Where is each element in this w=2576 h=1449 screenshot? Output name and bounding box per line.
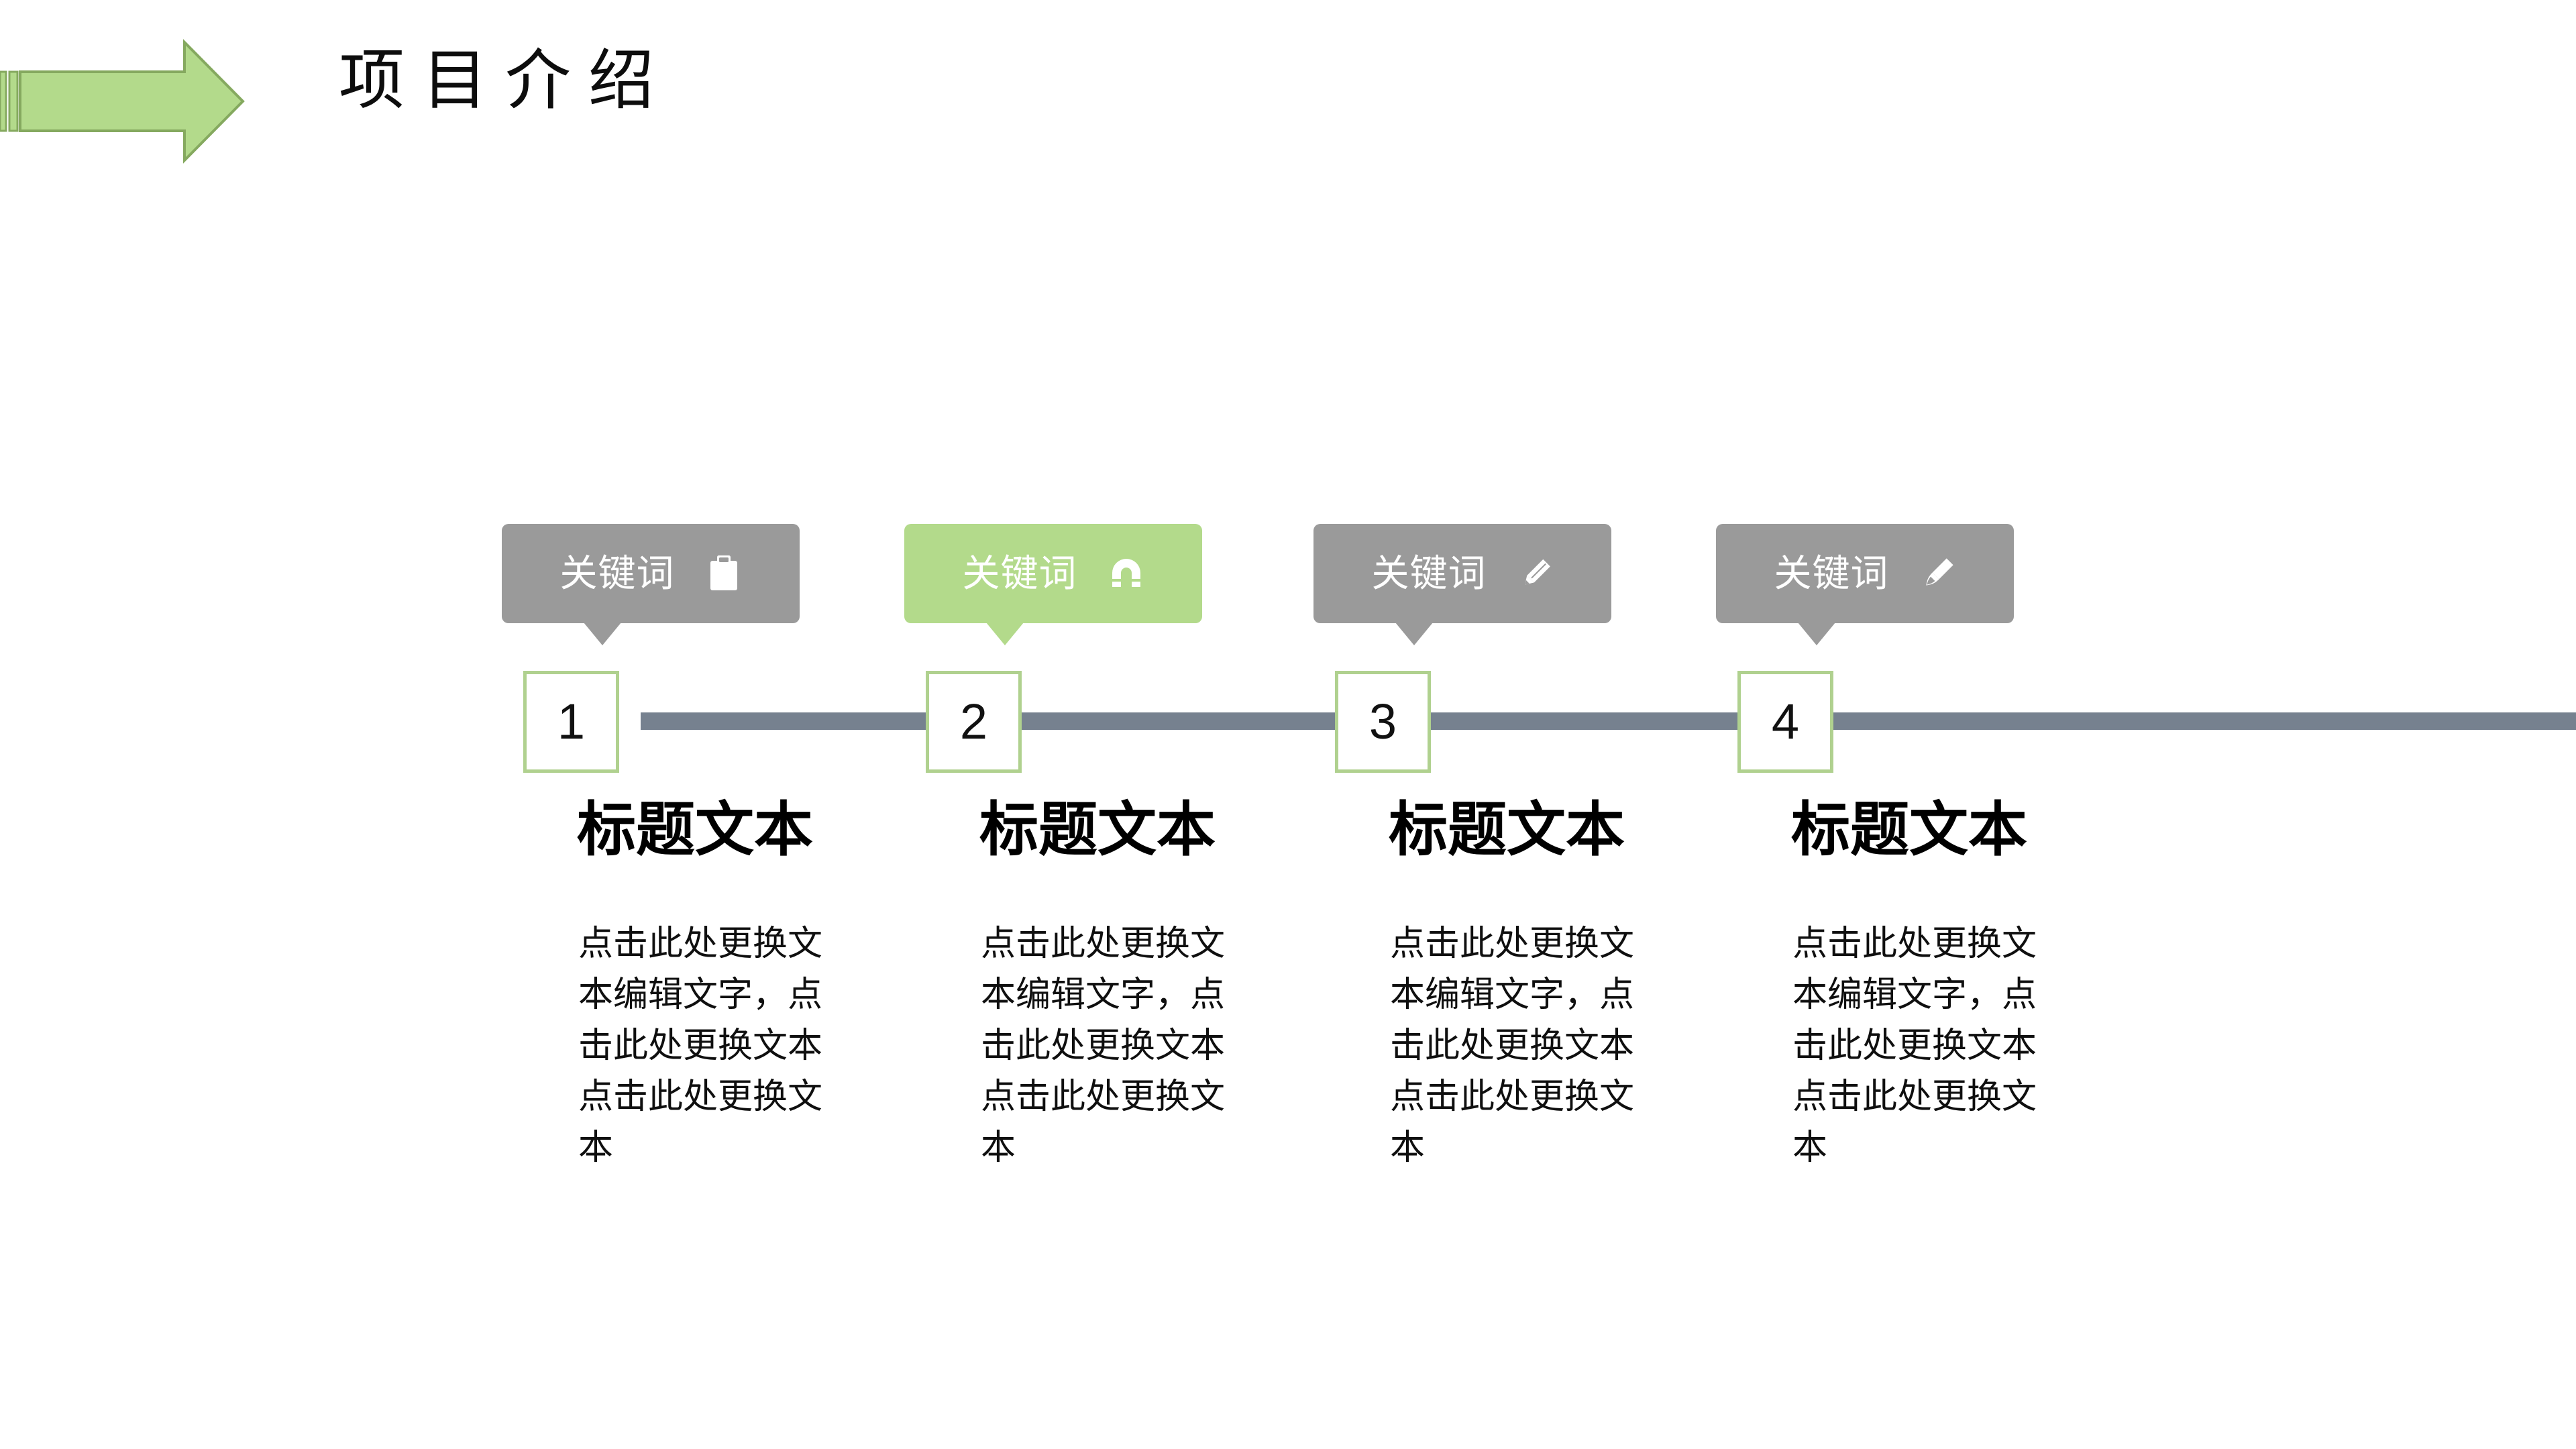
- item-title-3: 标题文本: [1389, 798, 1625, 863]
- keyword-bubble-3[interactable]: 关键词: [1313, 524, 1611, 623]
- keyword-bubble-tail-3: [1395, 623, 1433, 645]
- keyword-label-3: 关键词: [1371, 552, 1487, 594]
- timeline-number-box-1[interactable]: 1: [523, 671, 619, 773]
- timeline-item-2: 关键词 2 标题文本 点击此处更换文本编辑文字，点击此处更换文本点击此处更换文本: [872, 0, 1288, 1449]
- timeline-item-3: 关键词 3 标题文本 点击此处更换文本编辑文字，点击此处更换文本点击此处更换文本: [1281, 0, 1697, 1449]
- item-body-4: 点击此处更换文本编辑文字，点击此处更换文本点击此处更换文本: [1792, 925, 2037, 1167]
- item-body-3: 点击此处更换文本编辑文字，点击此处更换文本点击此处更换文本: [1390, 925, 1635, 1167]
- keyword-bubble-tail-4: [1798, 623, 1835, 645]
- item-body-1: 点击此处更换文本编辑文字，点击此处更换文本点击此处更换文本: [578, 925, 823, 1167]
- timeline-number-2: 2: [959, 694, 988, 749]
- timeline-item-4: 关键词 4 标题文本 点击此处更换文本编辑文字，点击此处更换文本点击此处更换文本: [1684, 0, 2100, 1449]
- timeline-number-3: 3: [1368, 694, 1397, 749]
- item-title-2: 标题文本: [979, 798, 1216, 863]
- timeline-number-box-2[interactable]: 2: [926, 671, 1022, 773]
- green-right-arrow-icon: [0, 30, 282, 172]
- keyword-bubble-tail-2: [986, 623, 1024, 645]
- magnet-icon: [1108, 555, 1144, 592]
- timeline-number-box-4[interactable]: 4: [1737, 671, 1833, 773]
- keyword-bubble-4[interactable]: 关键词: [1716, 524, 2014, 623]
- timeline-number-1: 1: [557, 694, 586, 749]
- timeline-number-box-3[interactable]: 3: [1335, 671, 1431, 773]
- timeline-number-4: 4: [1771, 694, 1800, 749]
- keyword-bubble-1[interactable]: 关键词: [502, 524, 800, 623]
- keyword-label-2: 关键词: [962, 552, 1077, 594]
- clipboard-icon: [706, 555, 742, 592]
- page-title: 项目介绍: [339, 45, 672, 117]
- keyword-label-1: 关键词: [559, 552, 675, 594]
- keyword-label-4: 关键词: [1774, 552, 1889, 594]
- keyword-bubble-tail-1: [584, 623, 621, 645]
- slide-header: 项目介绍: [0, 0, 2576, 201]
- item-title-4: 标题文本: [1791, 798, 2028, 863]
- keyword-bubble-2[interactable]: 关键词: [904, 524, 1202, 623]
- paintbrush-icon: [1920, 555, 1956, 592]
- timeline-item-1: 关键词 1 标题文本 点击此处更换文本编辑文字，点击此处更换文本点击此处更换文本: [470, 0, 885, 1449]
- pencil-icon: [1517, 555, 1554, 592]
- item-body-2: 点击此处更换文本编辑文字，点击此处更换文本点击此处更换文本: [981, 925, 1226, 1167]
- item-title-1: 标题文本: [577, 798, 814, 863]
